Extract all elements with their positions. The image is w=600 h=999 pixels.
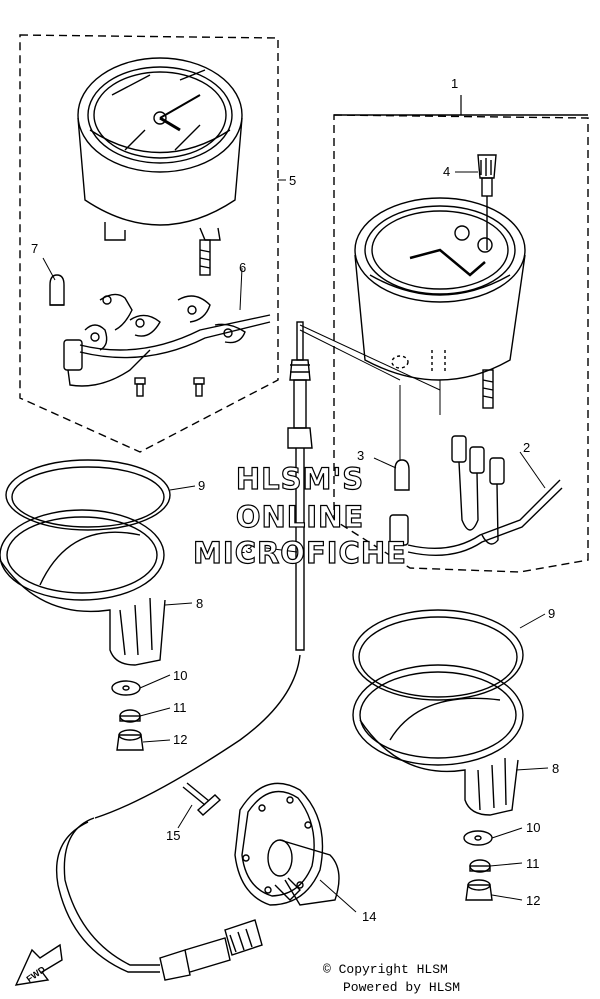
callout-6: 6 [239, 260, 246, 275]
assembly-5-box [19, 34, 279, 453]
powered-by-text: Powered by HLSM [343, 980, 461, 995]
pin-15 [182, 782, 222, 816]
callout-4: 4 [443, 164, 450, 179]
harness-6 [63, 293, 271, 387]
copyright-text: © Copyright HLSM [323, 962, 448, 977]
fwd-arrow-icon [14, 943, 63, 986]
bracket-8-right [352, 664, 524, 816]
callout-3: 3 [357, 448, 364, 463]
bracket-8-left [0, 509, 166, 666]
watermark-line-3: MICROFICHE [192, 535, 407, 570]
callout-11-right: 11 [526, 856, 540, 871]
watermark-line-1: HLSM'S [235, 461, 365, 496]
callout-10-left: 10 [173, 668, 187, 683]
gear-unit-14 [234, 782, 340, 906]
callout-15: 15 [166, 828, 180, 843]
watermark-line-2: ONLINE [235, 499, 365, 534]
speedometer-gauge [77, 57, 243, 276]
knob-4 [477, 154, 497, 250]
callout-10-right: 10 [526, 820, 540, 835]
callout-13: 13 [238, 541, 252, 556]
screws-left [134, 377, 205, 397]
washer-10-left [111, 680, 141, 696]
ring-9-right [352, 609, 524, 701]
washer-10-right [463, 830, 493, 846]
nut-12-right [465, 879, 493, 901]
callout-8-left: 8 [196, 596, 203, 611]
callout-leaders [42, 171, 549, 913]
callout-14: 14 [362, 909, 376, 924]
callout-7: 7 [31, 241, 38, 256]
callout-12-right: 12 [526, 893, 540, 908]
callout-5: 5 [289, 173, 296, 188]
callout-8-right: 8 [552, 761, 559, 776]
ring-9-left [5, 459, 171, 531]
bulb-3 [394, 459, 410, 491]
leader-lines [299, 324, 441, 391]
callout-12-left: 12 [173, 732, 187, 747]
nut-11-right [469, 859, 491, 873]
assembly-1-box [333, 114, 589, 573]
bulb-7 [49, 274, 65, 306]
harness-2 [389, 435, 563, 557]
callout-9-right: 9 [548, 606, 555, 621]
callout-11-left: 11 [173, 700, 187, 715]
tachometer-gauge [354, 197, 526, 409]
nut-12-left [116, 729, 144, 751]
nut-11-left [119, 709, 141, 723]
callout-9-left: 9 [198, 478, 205, 493]
callout-1: 1 [451, 76, 458, 91]
callout-2: 2 [523, 440, 530, 455]
cable-13 [55, 321, 313, 981]
